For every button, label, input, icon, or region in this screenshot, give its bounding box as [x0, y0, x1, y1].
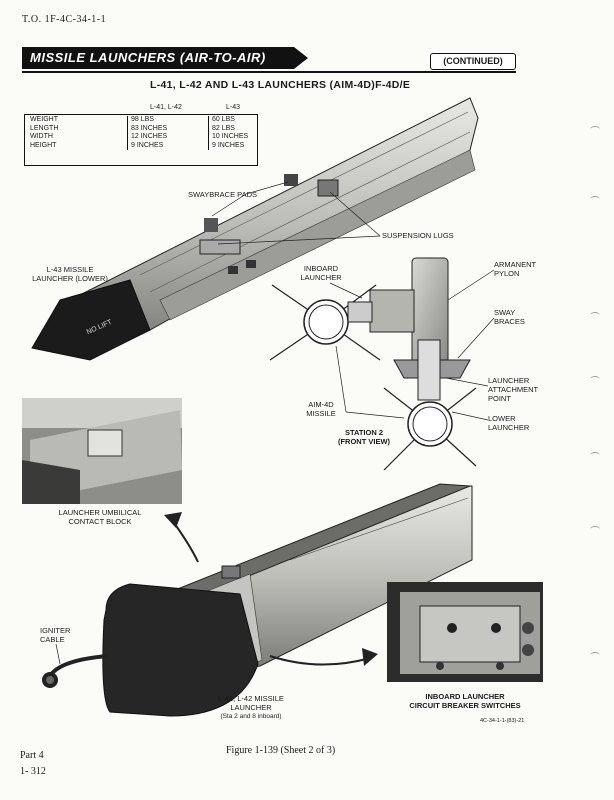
- figure-caption: Figure 1-139 (Sheet 2 of 3): [226, 745, 336, 756]
- margin-mark: [590, 126, 600, 133]
- margin-mark: [590, 196, 600, 203]
- specs-column-head-2: L-43: [226, 104, 241, 111]
- callout-line: STATION 2: [344, 428, 384, 437]
- callout-line: ARMANENT: [494, 260, 537, 269]
- circuit-breaker-inset-photo: [387, 582, 543, 682]
- continued-badge: (CONTINUED): [430, 53, 516, 70]
- callout-line: POINT: [488, 394, 511, 403]
- technical-order-number: T.O. 1F-4C-34-1-1: [22, 14, 107, 25]
- callout-aim4d-missile: AIM-4D MISSILE: [296, 400, 346, 418]
- callout-launcher-attachment-point: LAUNCHER ATTACHMENT POINT: [488, 376, 538, 403]
- l41-l42-launcher-drawing: [102, 483, 473, 717]
- spec-label: HEIGHT: [30, 141, 57, 149]
- callout-inboard-cb-switches: INBOARD LAUNCHER CIRCUIT BREAKER SWITCHE…: [390, 692, 540, 710]
- callout-line: LAUNCHER: [230, 703, 272, 712]
- callout-line: CONTACT BLOCK: [68, 517, 132, 526]
- section-banner-title: MISSILE LAUNCHERS (AIR-TO-AIR): [22, 47, 294, 69]
- callout-umbilical-contact-block: LAUNCHER UMBILICAL CONTACT BLOCK: [40, 508, 160, 526]
- margin-mark: [590, 452, 600, 459]
- callout-suspension-lugs: SUSPENSION LUGS: [382, 231, 454, 240]
- table-row: WEIGHT 98 LBS 60 LBS: [26, 116, 259, 125]
- callout-swaybrace-pads: SWAYBRACE PADS: [188, 190, 258, 199]
- spec-label: WEIGHT: [30, 116, 58, 123]
- station2-front-view: [269, 257, 477, 471]
- margin-mark: [590, 526, 600, 533]
- callout-line: AIM-4D: [308, 400, 334, 409]
- table-row: WIDTH 12 INCHES 10 INCHES: [26, 133, 259, 142]
- specs-table: WEIGHT 98 LBS 60 LBS LENGTH 83 INCHES 82…: [26, 116, 259, 150]
- callout-line: L-43 MISSILE: [46, 265, 94, 274]
- callout-line: LAUNCHER: [488, 376, 530, 385]
- margin-mark: [590, 376, 600, 383]
- callout-line: SWAY: [494, 308, 516, 317]
- spec-value-l41: 98 LBS: [127, 116, 209, 125]
- page-subtitle: L-41, L-42 AND L-43 LAUNCHERS (AIM-4D)F-…: [150, 79, 411, 91]
- callout-line: CIRCUIT BREAKER SWITCHES: [409, 701, 521, 710]
- callout-line: LAUNCHER UMBILICAL: [58, 508, 142, 517]
- table-row: HEIGHT 9 INCHES 9 INCHES: [26, 141, 259, 150]
- callout-l43-launcher: L-43 MISSILE LAUNCHER (LOWER): [30, 265, 110, 283]
- callout-line: (Sta 2 and 8 inboard): [220, 713, 282, 720]
- callout-line: LAUNCHER: [300, 273, 342, 282]
- callout-sway-braces: SWAY BRACES: [494, 308, 525, 326]
- margin-mark: [590, 652, 600, 659]
- callout-line: CABLE: [40, 635, 65, 644]
- callout-line: INBOARD: [303, 264, 339, 273]
- spec-value-l41: 83 INCHES: [127, 124, 209, 133]
- part-label: Part 4: [20, 750, 44, 761]
- callout-inboard-launcher: INBOARD LAUNCHER: [296, 264, 346, 282]
- header-rule: [22, 71, 516, 73]
- callout-line: ATTACHMENT: [488, 385, 539, 394]
- callout-line: INBOARD LAUNCHER: [425, 692, 505, 701]
- umbilical-inset-photo: [22, 398, 182, 504]
- table-row: LENGTH 83 INCHES 82 LBS: [26, 124, 259, 133]
- illustration-reference-code: 4C-34-1-1-(83)-21: [480, 718, 525, 724]
- spec-value-l43: 9 INCHES: [208, 141, 259, 150]
- callout-line: LAUNCHER (LOWER): [32, 274, 108, 283]
- spec-value-l43: 82 LBS: [208, 124, 259, 133]
- callout-line: IGNITER: [40, 626, 71, 635]
- spec-value-l41: 12 INCHES: [127, 133, 209, 142]
- spec-label: LENGTH: [30, 124, 59, 132]
- callout-igniter-cable: IGNITER CABLE: [40, 626, 70, 644]
- callout-line: MISSILE: [306, 409, 336, 418]
- spec-value-l43: 10 INCHES: [208, 133, 259, 142]
- callout-line: (FRONT VIEW): [337, 437, 391, 446]
- spec-value-l41: 9 INCHES: [127, 141, 209, 150]
- callout-line: L-41, L-42 MISSILE: [218, 694, 284, 703]
- specs-column-head-1: L-41, L-42: [150, 104, 182, 111]
- margin-mark: [590, 312, 600, 319]
- callout-line: PYLON: [494, 269, 520, 278]
- callout-l41-l42-launcher: L-41, L-42 MISSILE LAUNCHER (Sta 2 and 8…: [196, 694, 306, 721]
- callout-line: LAUNCHER: [488, 423, 530, 432]
- page-footer-part: Part 4 1- 312: [20, 748, 46, 780]
- callout-armament-pylon: ARMANENT PYLON: [494, 260, 536, 278]
- callout-line: BRACES: [494, 317, 525, 326]
- page-number: 1- 312: [20, 766, 46, 777]
- banner-arrow-icon: [294, 47, 308, 69]
- callout-line: LOWER: [488, 414, 516, 423]
- callout-lower-launcher: LOWER LAUNCHER: [488, 414, 529, 432]
- spec-label: WIDTH: [30, 133, 53, 140]
- spec-value-l43: 60 LBS: [208, 116, 259, 125]
- station2-caption: STATION 2 (FRONT VIEW): [324, 428, 404, 446]
